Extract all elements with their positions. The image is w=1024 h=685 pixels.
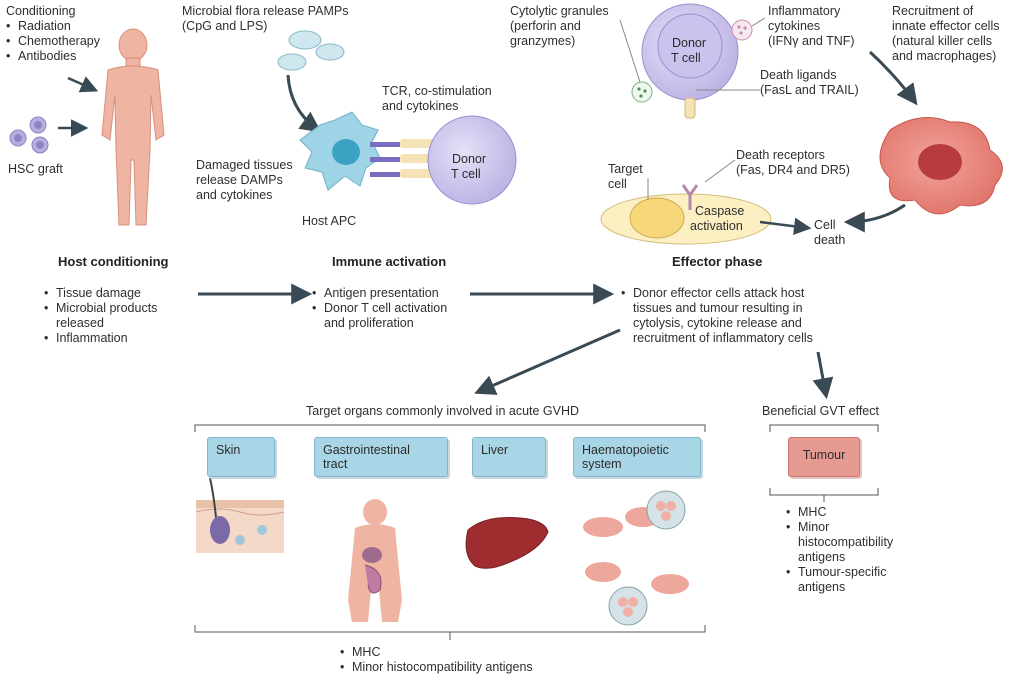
skin-illustration bbox=[195, 477, 285, 553]
organ-skin: Skin bbox=[207, 437, 275, 477]
caspase-label-2: activation bbox=[690, 219, 743, 233]
conditioning-arrow bbox=[67, 76, 99, 93]
death-ligands-label-2: (FasL and TRAIL) bbox=[760, 83, 859, 97]
pamps-arrow bbox=[286, 74, 322, 133]
cytokine-vesicle bbox=[731, 19, 753, 41]
inflammatory-label-3: (IFNγ and TNF) bbox=[768, 34, 855, 48]
organs-bracket-top bbox=[194, 424, 706, 432]
organ-gastrointestinal: Gastrointestinal tract bbox=[314, 437, 448, 477]
recruitment-arrow bbox=[868, 50, 918, 106]
damps-label-1: Damaged tissues bbox=[196, 158, 293, 172]
gvt-antigen: Minor histocompatibility antigens bbox=[786, 520, 893, 565]
label-leader-lines bbox=[619, 17, 766, 91]
recruitment-label-3: (natural killer cells bbox=[892, 34, 993, 48]
cytolytic-label-3: granzymes) bbox=[510, 34, 576, 48]
conditioning-item: Radiation bbox=[6, 19, 100, 34]
donor-tcell-right-nucleus bbox=[657, 13, 723, 79]
gvt-bracket-bottom bbox=[769, 488, 879, 502]
donor-tcell-left bbox=[427, 115, 517, 205]
cell-death-label-1: Cell bbox=[814, 218, 836, 232]
effector-item: Donor effector cells attack host tissues… bbox=[621, 286, 813, 346]
effector-phase-list: Donor effector cells attack host tissues… bbox=[621, 286, 813, 346]
recruitment-label-2: innate effector cells bbox=[892, 19, 1000, 33]
inflammatory-label-2: cytokines bbox=[768, 19, 821, 33]
cytolytic-label-1: Cytolytic granules bbox=[510, 4, 609, 18]
conditioning-list: Radiation Chemotherapy Antibodies bbox=[6, 19, 100, 64]
conditioning-title: Conditioning bbox=[6, 4, 76, 18]
donor-tcell-left-label-1: Donor bbox=[452, 152, 487, 166]
organ-liver: Liver bbox=[472, 437, 546, 477]
death-ligands-label-1: Death ligands bbox=[760, 68, 837, 82]
haematopoietic-illustration bbox=[583, 490, 689, 626]
pamps-label-1: Microbial flora release PAMPs bbox=[182, 4, 349, 18]
granule-vesicle bbox=[631, 81, 653, 103]
target-cell-label-1: Target bbox=[608, 162, 643, 176]
immune-item: Donor T cell activation and proliferatio… bbox=[312, 301, 447, 331]
target-organs-title: Target organs commonly involved in acute… bbox=[306, 404, 580, 418]
host-conditioning-list: Tissue damage Microbial products release… bbox=[44, 286, 157, 346]
death-receptors-label-1: Death receptors bbox=[736, 148, 825, 162]
gvt-title: Beneficial GVT effect bbox=[762, 404, 879, 418]
immune-item: Antigen presentation bbox=[312, 286, 447, 301]
hsc-graft-label: HSC graft bbox=[8, 162, 63, 176]
conditioning-item: Chemotherapy bbox=[6, 34, 100, 49]
damps-label-3: and cytokines bbox=[196, 188, 273, 202]
immune-activation-title: Immune activation bbox=[332, 254, 447, 269]
conditioning-item: Antibodies bbox=[6, 49, 100, 64]
pamps-label-2: (CpG and LPS) bbox=[182, 19, 268, 33]
caspase-label-1: Caspase bbox=[695, 204, 745, 218]
gi-tract-illustration bbox=[348, 499, 402, 622]
gvt-bracket-top bbox=[769, 424, 879, 432]
tcr-label-1: TCR, co-stimulation bbox=[382, 84, 492, 98]
host-item: Inflammation bbox=[44, 331, 157, 346]
host-apc-label: Host APC bbox=[302, 214, 357, 228]
cell-death-label-2: death bbox=[814, 233, 846, 247]
gvhd-antigen-list: MHC Minor histocompatibility antigens bbox=[340, 645, 533, 675]
target-cell-nucleus bbox=[629, 197, 685, 239]
death-receptor bbox=[681, 184, 699, 210]
gvt-antigen: MHC bbox=[786, 505, 893, 520]
gvhd-antigen: MHC bbox=[340, 645, 533, 660]
innate-effector-nucleus bbox=[918, 144, 962, 180]
gvt-antigen: Tumour-specific antigens bbox=[786, 565, 893, 595]
host-apc-nucleus bbox=[332, 139, 360, 165]
liver-illustration bbox=[465, 517, 549, 569]
hsc-graft-cells bbox=[9, 116, 49, 154]
effector-phase-title: Effector phase bbox=[672, 254, 763, 269]
arrow-to-organs bbox=[474, 328, 621, 395]
death-receptor-leader bbox=[704, 159, 736, 183]
microbial-flora bbox=[277, 30, 345, 71]
immune-activation-list: Antigen presentation Donor T cell activa… bbox=[312, 286, 447, 331]
tcr-label-2: and cytokines bbox=[382, 99, 459, 113]
donor-tcell-right-label-2: T cell bbox=[671, 51, 701, 65]
host-item: Tissue damage bbox=[44, 286, 157, 301]
recruitment-label-4: and macrophages) bbox=[892, 49, 997, 63]
damps-label-2: release DAMPs bbox=[196, 173, 283, 187]
target-cell bbox=[600, 193, 772, 245]
organs-bracket-bottom bbox=[194, 625, 706, 640]
donor-tcell-left-label-2: T cell bbox=[451, 167, 481, 181]
gvt-antigen-list: MHC Minor histocompatibility antigens Tu… bbox=[786, 505, 893, 595]
gvhd-antigen: Minor histocompatibility antigens bbox=[340, 660, 533, 675]
macrophage-death-arrow bbox=[843, 203, 906, 233]
tumour-box: Tumour bbox=[788, 437, 860, 477]
arrow-to-gvt bbox=[812, 351, 834, 400]
cell-death-arrow bbox=[759, 217, 812, 235]
death-ligand bbox=[684, 97, 696, 119]
organ-haematopoietic: Haematopoietic system bbox=[573, 437, 701, 477]
inflammatory-label-1: Inflammatory bbox=[768, 4, 841, 18]
host-item: Microbial products released bbox=[44, 301, 157, 331]
cytolytic-label-2: (perforin and bbox=[510, 19, 581, 33]
death-receptors-label-2: (Fas, DR4 and DR5) bbox=[736, 163, 850, 177]
donor-tcell-right-label-1: Donor bbox=[672, 36, 707, 50]
host-conditioning-title: Host conditioning bbox=[58, 254, 169, 269]
host-body-illustration bbox=[101, 28, 165, 226]
target-cell-label-2: cell bbox=[608, 177, 627, 191]
recruitment-label-1: Recruitment of bbox=[892, 4, 974, 18]
